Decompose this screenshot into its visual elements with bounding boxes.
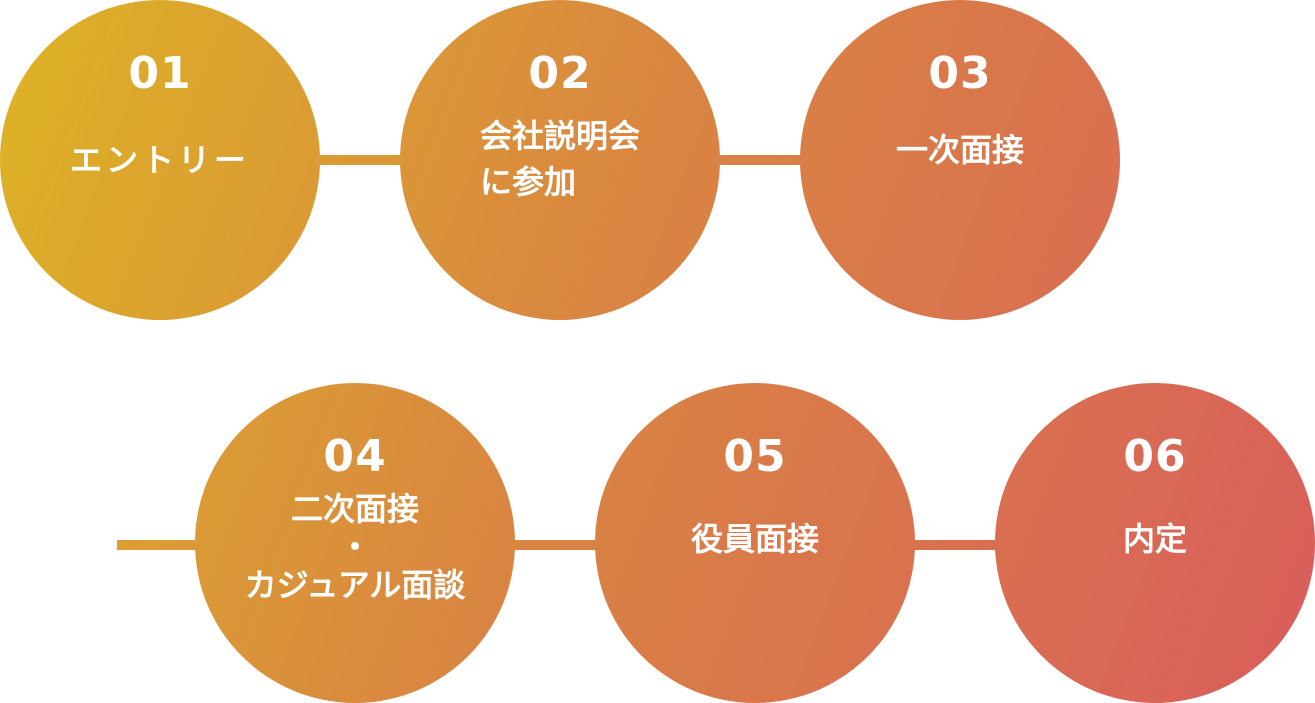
step-circle-6 [995,383,1315,703]
step-circle-2 [400,0,720,320]
step-circle-1 [0,0,320,320]
step-1: 01 エントリー [0,0,320,320]
step-title: 役員面接 [690,520,819,558]
step-number: 05 [723,431,787,482]
step-5: 05 役員面接 [595,383,915,703]
step-title: 一次面接 [895,131,1024,169]
step-number: 06 [1123,431,1187,482]
step-title: 会社説明会 に参加 [479,117,640,201]
step-3: 03 一次面接 [800,0,1120,320]
step-circle-3 [800,0,1120,320]
step-circle-4 [195,383,515,703]
step-number: 01 [128,48,192,99]
step-4: 04 二次面接 ・ カジュアル面談 [195,383,515,703]
connector-5-6 [895,540,1015,550]
connector-2-3 [700,155,820,165]
step-2: 02 会社説明会 に参加 [400,0,720,320]
step-title: 二次面接 ・ カジュアル面談 [244,490,466,604]
step-6: 06 内定 [995,383,1315,703]
step-title: 内定 [1122,520,1187,558]
connector-lead-4 [117,540,237,550]
step-number: 02 [528,48,592,99]
step-circle-5 [595,383,915,703]
step-number: 04 [323,431,387,482]
connector-1-2 [300,155,420,165]
connector-4-5 [495,540,615,550]
step-number: 03 [928,48,992,99]
step-title: エントリー [69,141,250,179]
